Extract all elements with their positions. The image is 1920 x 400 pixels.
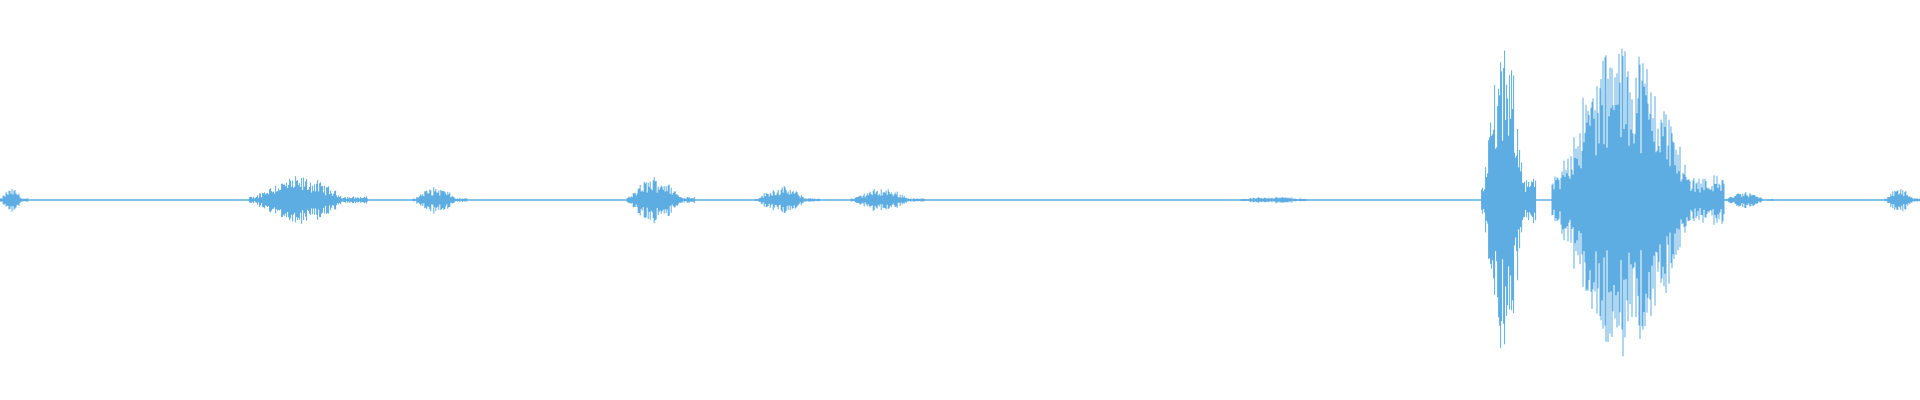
waveform-segments <box>0 48 1920 357</box>
waveform-segment <box>1481 50 1537 349</box>
waveform-segment-path <box>1551 48 1725 357</box>
waveform-segment-path <box>249 176 369 224</box>
waveform-segment <box>249 176 369 224</box>
waveform-segment <box>1231 197 1332 204</box>
waveform-segment <box>754 186 820 213</box>
waveform-segment <box>1884 189 1920 212</box>
waveform-segment-path <box>754 186 820 213</box>
waveform-segment <box>626 177 695 224</box>
waveform-segment <box>850 189 925 211</box>
waveform-segment-path <box>1481 50 1537 349</box>
waveform-segment-path <box>0 188 29 212</box>
waveform-segment-path <box>626 177 695 224</box>
waveform-segment <box>1724 191 1774 209</box>
waveform-segment <box>1551 48 1725 357</box>
waveform-segment-path <box>1231 197 1332 204</box>
waveform-segment <box>0 188 29 212</box>
waveform-segment-path <box>1724 191 1774 209</box>
waveform-segment <box>412 187 468 214</box>
waveform-segment-path <box>850 189 925 211</box>
waveform-segment-path <box>1884 189 1920 212</box>
waveform-segment-path <box>412 187 468 214</box>
